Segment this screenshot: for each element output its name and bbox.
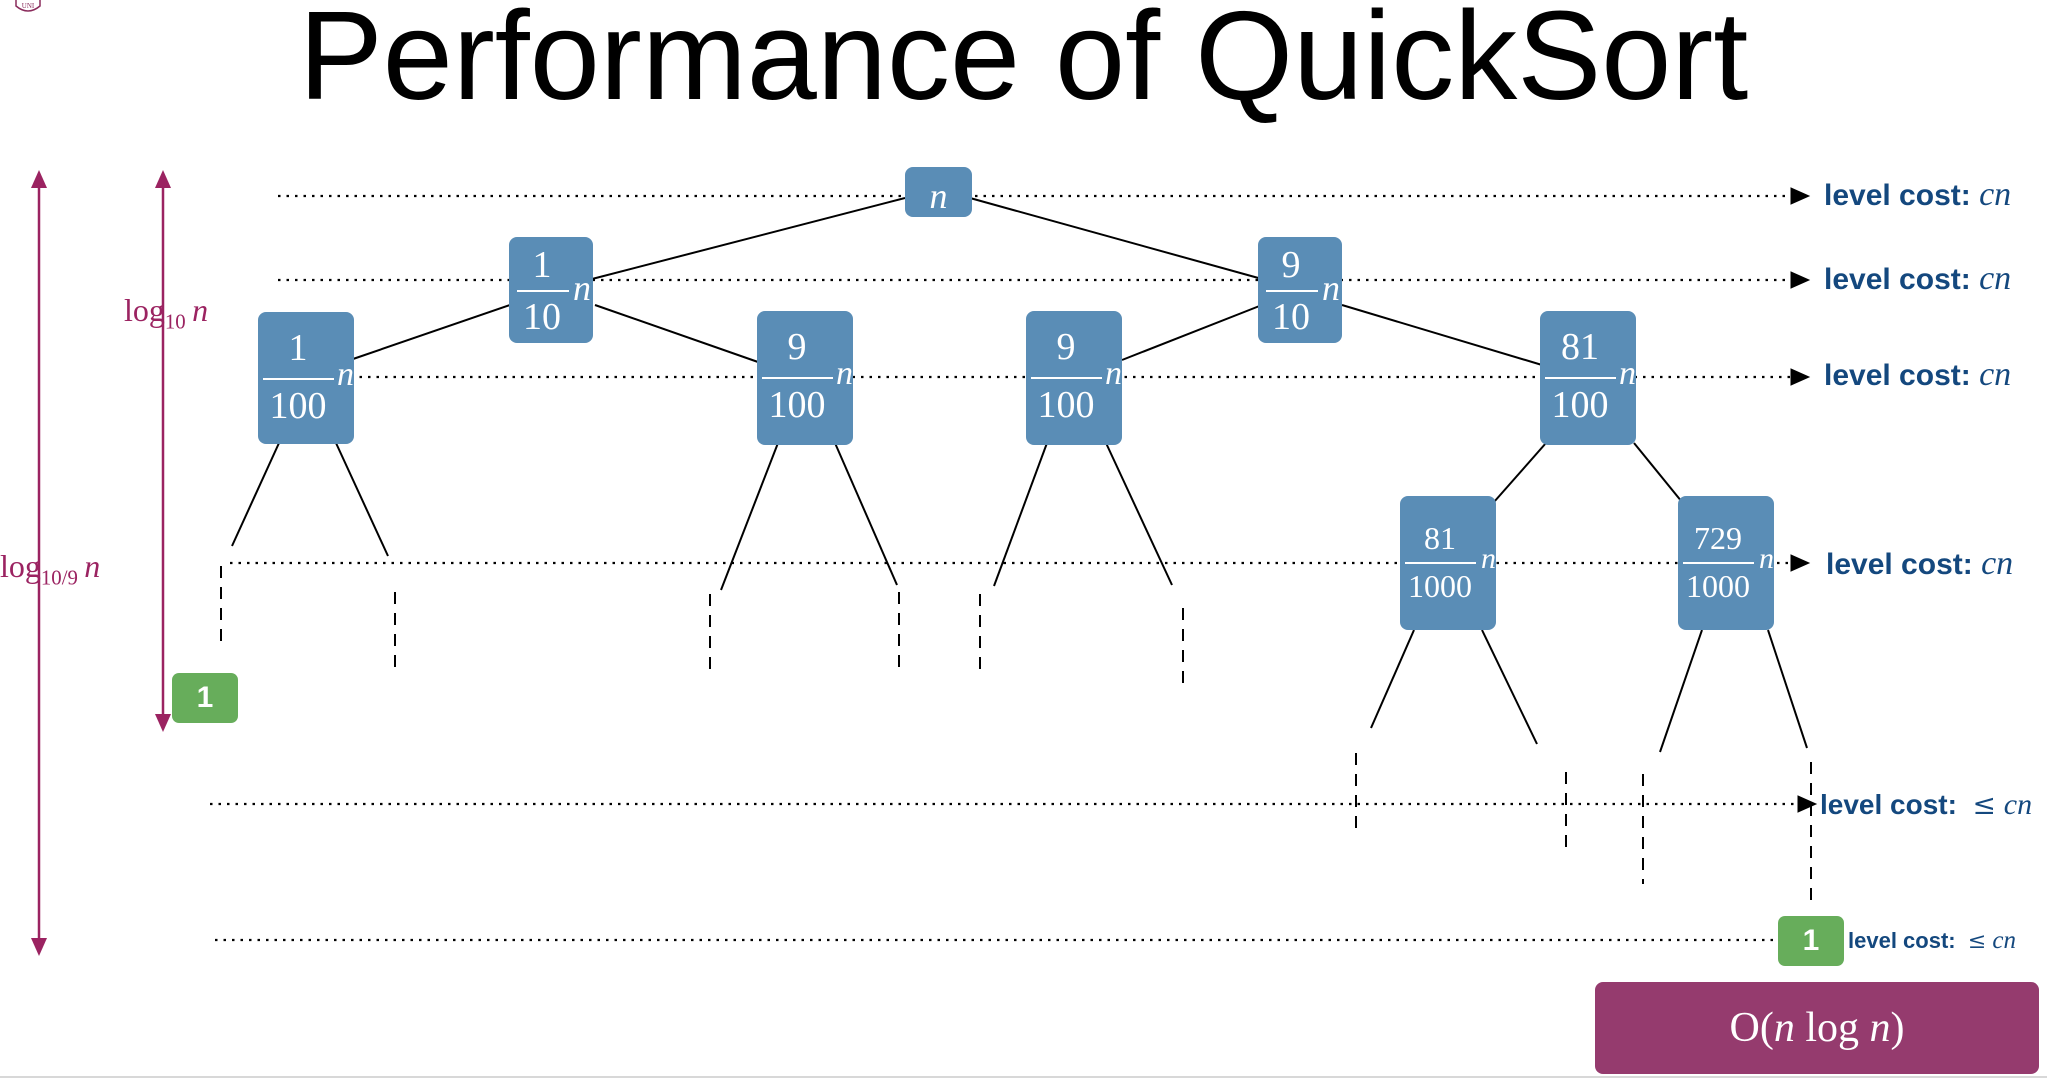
- fraction-bar: [1266, 290, 1318, 292]
- tree-node-l2-3: 81 100 n: [1540, 311, 1636, 445]
- university-logo: UNI: [6, 0, 58, 18]
- node-variable: n: [1105, 355, 1122, 392]
- fraction-bar: [1683, 562, 1754, 564]
- node-denominator: 100: [1551, 384, 1609, 426]
- level-cost-3: level cost: cn: [1826, 545, 2014, 582]
- depth-arrows: [37, 186, 165, 940]
- level-cost-0: level cost: cn: [1824, 176, 2012, 213]
- svg-text:UNI: UNI: [22, 2, 35, 10]
- fraction-bar: [1031, 377, 1102, 379]
- tree-node-l3-0: 81 1000 n: [1400, 496, 1496, 630]
- tree-node-l2-1: 9 100 n: [757, 311, 853, 445]
- node-denominator: 1000: [1408, 568, 1472, 604]
- tree-node-l1-0: 1 10 n: [509, 237, 593, 343]
- tree-node-l2-2: 9 100 n: [1026, 311, 1122, 445]
- node-variable: n: [1759, 542, 1774, 575]
- slide-bottom-border: [0, 1076, 2047, 1078]
- node-numerator: 9: [1281, 244, 1301, 286]
- node-variable: n: [836, 355, 853, 392]
- node-variable: n: [929, 176, 948, 216]
- slide-title: Performance of QuickSort: [298, 0, 1749, 126]
- node-variable: n: [1481, 542, 1496, 575]
- level-cost-1: level cost: cn: [1824, 260, 2012, 297]
- node-denominator: 10: [523, 296, 561, 338]
- node-variable: n: [337, 356, 354, 393]
- result-box: O(n log n): [1595, 982, 2039, 1074]
- level-cost-2: level cost: cn: [1824, 356, 2012, 393]
- tree-node-l3-1: 729 1000 n: [1678, 496, 1774, 630]
- node-variable: n: [573, 268, 591, 308]
- node-variable: n: [1322, 268, 1340, 308]
- leaf-node-right: 1: [1778, 916, 1844, 966]
- node-numerator: 9: [1056, 326, 1076, 368]
- node-variable: n: [1619, 355, 1636, 392]
- node-numerator: 1: [532, 244, 552, 286]
- fraction-bar: [517, 290, 569, 292]
- node-numerator: 9: [787, 326, 807, 368]
- long-depth-label: log10/9 n: [0, 548, 101, 590]
- node-numerator: 81: [1424, 520, 1456, 556]
- leaf-node-left: 1: [172, 673, 238, 723]
- fraction-bar: [263, 378, 334, 380]
- node-denominator: 1000: [1686, 568, 1750, 604]
- node-numerator: 729: [1694, 520, 1742, 556]
- fraction-bar: [762, 377, 833, 379]
- level-lines: [210, 187, 1818, 942]
- node-denominator: 100: [269, 385, 327, 427]
- fraction-bar: [1405, 562, 1476, 564]
- short-depth-label: log10 n: [124, 292, 209, 334]
- dashed-continuations: [220, 566, 1812, 904]
- node-denominator: 10: [1272, 296, 1310, 338]
- tree-node-root: n: [905, 167, 972, 217]
- node-numerator: 1: [288, 327, 308, 369]
- level-cost-5: level cost: ≤ cn: [1848, 927, 2017, 954]
- level-cost-4: level cost: ≤ cn: [1820, 788, 2033, 821]
- tree-edges: [231, 197, 1808, 753]
- node-denominator: 100: [768, 384, 826, 426]
- node-denominator: 100: [1037, 384, 1095, 426]
- tree-node-l2-0: 1 100 n: [258, 312, 354, 444]
- tree-node-l1-1: 9 10 n: [1258, 237, 1342, 343]
- fraction-bar: [1545, 377, 1616, 379]
- node-numerator: 81: [1561, 326, 1599, 368]
